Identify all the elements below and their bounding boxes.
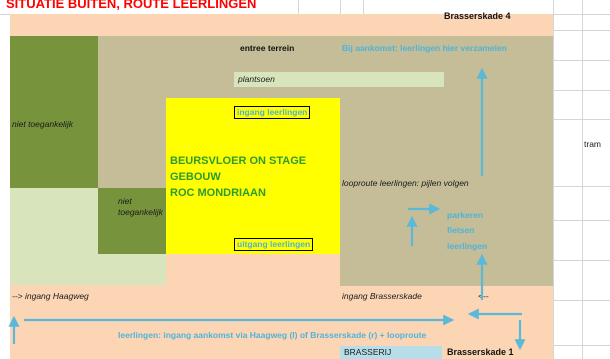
fietsen-label: fietsen [447,225,475,235]
restricted-label-left: niet toegankelijk [12,119,92,130]
tram-label: tram [584,139,601,149]
street-brasserskade-4: Brasserskade 4 [444,11,511,21]
ingang-haagweg-label: --> ingang Haagweg [12,291,89,301]
page-title: SITUATIE BUITEN, ROUTE LEERLINGEN [6,0,257,11]
restricted-label-middle: niet toegankelijk [118,196,168,218]
restricted-area-middle [98,188,166,254]
plantsoen-area [234,72,444,87]
terrain-left-column [98,98,166,188]
ingang-leerlingen-label: ingang leerlingen [234,106,311,119]
brasserij-label: BRASSERIJ [344,347,392,357]
return-arrow-text: <-- [478,291,489,301]
entree-label: entree terrein [240,43,295,53]
terrain-band [98,36,553,98]
restricted-label-middle-text: niet toegankelijk [118,196,163,217]
restricted-label-left-text: niet toegankelijk [12,119,73,129]
uitgang-leerlingen-label: uitgang leerlingen [234,238,314,251]
building [166,98,340,254]
route-footer-text: leerlingen: ingang aankomst via Haagweg … [118,330,427,340]
building-name-line1: BEURSVLOER ON STAGE [170,155,307,167]
building-name-line2: GEBOUW [170,171,221,183]
leerlingen-label: leerlingen [447,241,488,251]
parkeren-label: parkeren [447,210,483,220]
terrain-right [340,98,553,286]
building-name-line3: ROC MONDRIAAN [170,187,266,199]
verzamelen-label: Bij aankomst: leerlingen hier verzamelen [342,43,507,53]
brasserij-cell [340,346,442,359]
restricted-area-left [10,36,98,188]
looproute-label: looproute leerlingen: pijlen volgen [342,178,469,188]
street-brasserskade-1: Brasserskade 1 [447,347,514,357]
ingang-brasserskade-label: ingang Brasserskade [342,291,422,301]
plantsoen-label: plantsoen [238,74,275,84]
